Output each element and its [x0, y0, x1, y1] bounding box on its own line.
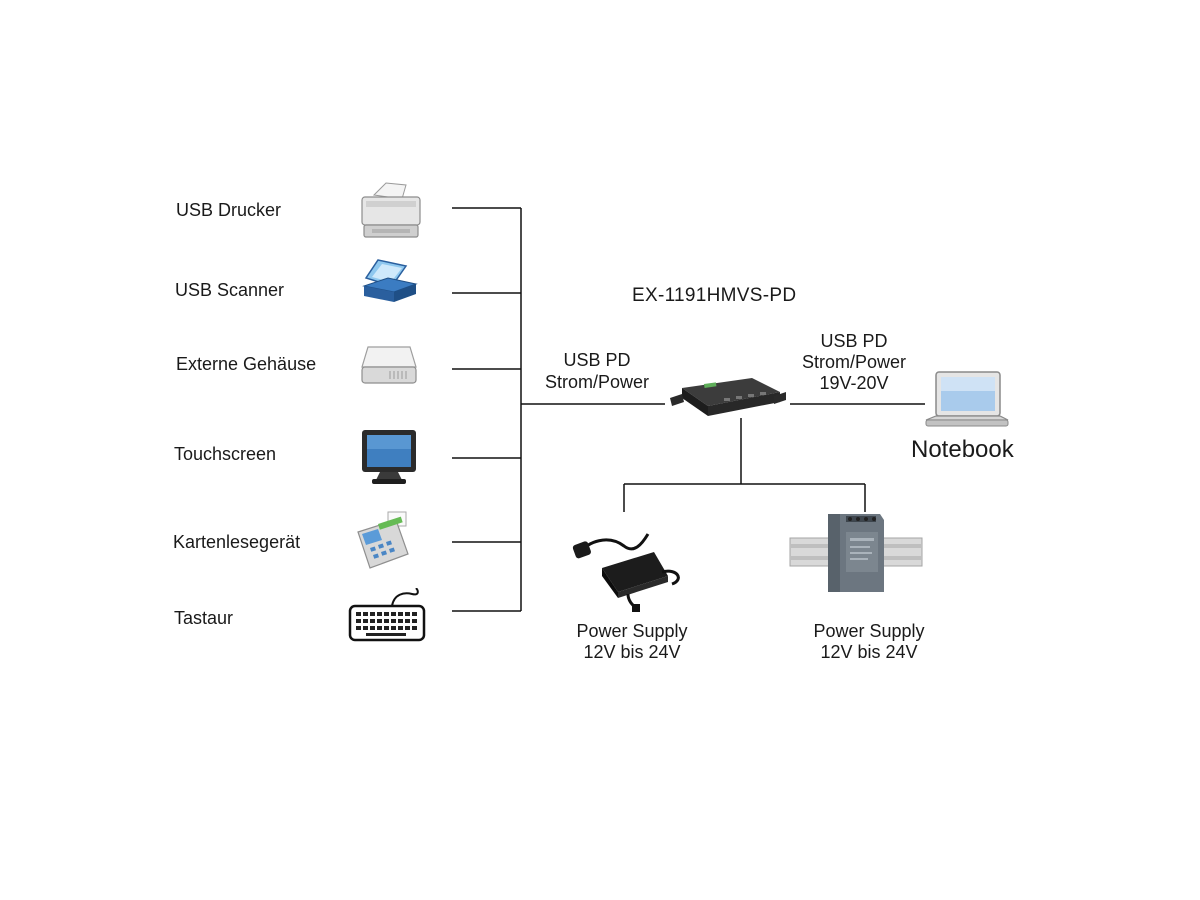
laptop-icon: [925, 371, 1009, 427]
printer-icon: [361, 182, 421, 238]
device-label-tastatur: Tastaur: [174, 608, 234, 628]
scanner-icon: [362, 259, 418, 302]
power-adapter-icon: [572, 533, 680, 612]
right-margin: [1050, 0, 1200, 900]
psu2-label-line1: Power Supply: [813, 621, 925, 641]
din-rail-psu-icon: [789, 514, 923, 592]
left-margin: [0, 0, 150, 900]
device-label-gehaeuse: Externe Gehäuse: [176, 354, 317, 374]
right-link-line2: Strom/Power: [801, 352, 907, 372]
left-link-line2: Strom/Power: [544, 372, 650, 392]
device-label-drucker: USB Drucker: [176, 200, 282, 220]
right-link-line1: USB PD: [820, 331, 888, 351]
touchscreen-icon: [362, 430, 416, 484]
right-link-line3: 19V-20V: [819, 373, 889, 393]
device-label-touchscreen: Touchscreen: [174, 444, 277, 464]
device-label-kartenleser: Kartenlesegerät: [173, 532, 301, 552]
external-drive-icon: [361, 346, 417, 384]
left-link-line1: USB PD: [563, 350, 631, 370]
device-label-scanner: USB Scanner: [175, 280, 285, 300]
psu1-label-line2: 12V bis 24V: [583, 642, 681, 662]
card-reader-icon: [357, 511, 409, 569]
psu2-label-line2: 12V bis 24V: [820, 642, 918, 662]
hub-model-title: EX-1191HMVS-PD: [632, 285, 797, 306]
keyboard-icon: [348, 588, 426, 642]
notebook-label: Notebook: [911, 436, 1014, 463]
psu1-label-line1: Power Supply: [576, 621, 688, 641]
usb-hub-icon: [670, 378, 786, 416]
